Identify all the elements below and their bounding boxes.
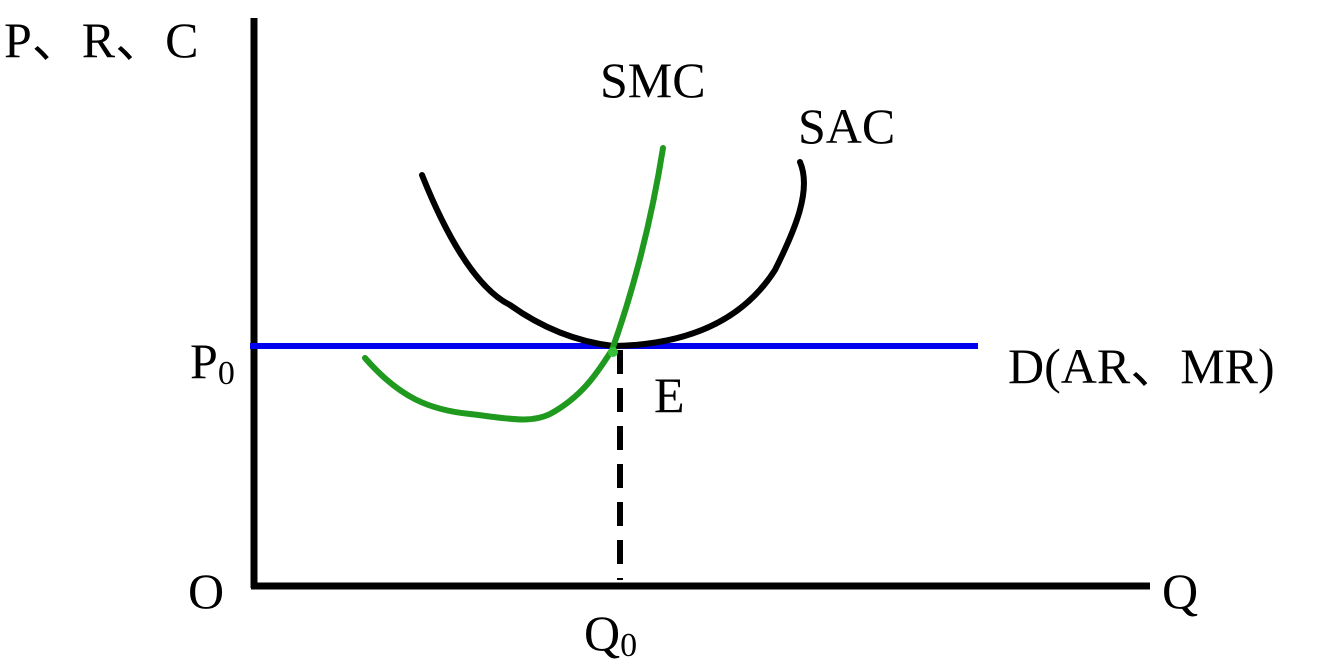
sac-label: SAC [798, 98, 895, 154]
price-base: P [190, 333, 218, 389]
demand-label: D(AR、MR) [1008, 338, 1275, 394]
quantity-q0-label: Q0 [584, 605, 637, 662]
x-axis-label: Q [1162, 563, 1198, 619]
qty-base: Q [584, 605, 620, 661]
equilibrium-label: E [654, 367, 685, 423]
price-p0-label: P0 [190, 333, 235, 392]
y-axis-label: P、R、C [4, 12, 199, 68]
smc-curve [362, 145, 666, 423]
origin-label: O [188, 563, 224, 619]
price-subscript: 0 [218, 355, 235, 392]
equilibrium-point [608, 347, 618, 357]
sac-curve [419, 159, 807, 350]
smc-label: SMC [600, 52, 706, 108]
qty-subscript: 0 [620, 627, 637, 662]
